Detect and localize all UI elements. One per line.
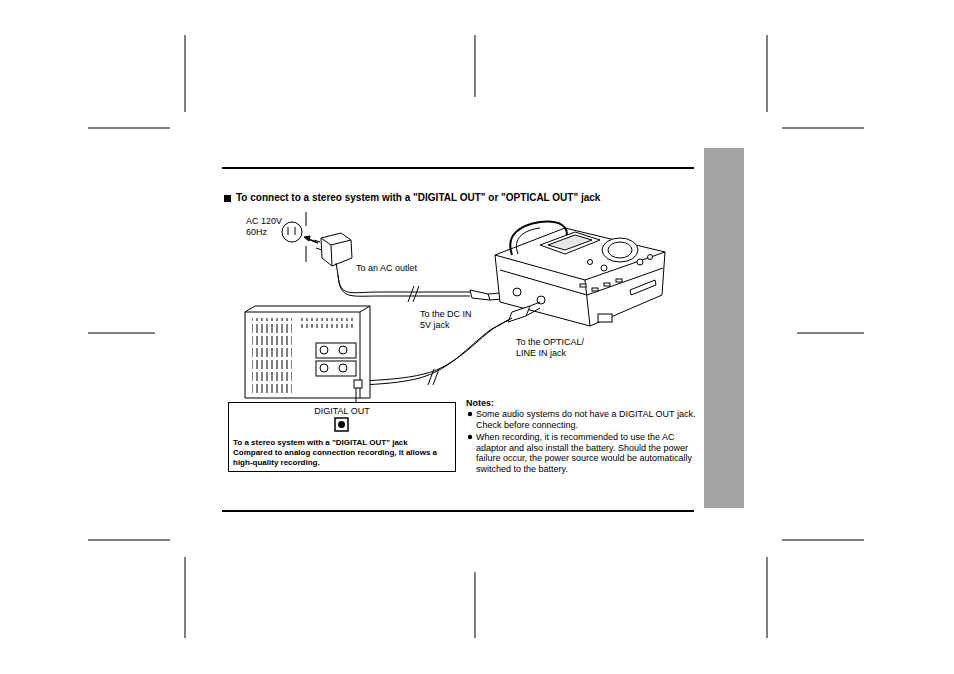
note-bullets bbox=[468, 412, 472, 439]
callout-text: Compared to analog connection recording,… bbox=[233, 448, 451, 468]
bottom-rule bbox=[222, 510, 694, 512]
side-tab bbox=[704, 148, 744, 508]
stereo-system bbox=[245, 306, 370, 402]
dc-cable bbox=[338, 275, 512, 302]
heading-square bbox=[224, 195, 231, 202]
digital-out-icon bbox=[335, 418, 348, 431]
note-text: When recording, it is recommended to use… bbox=[476, 432, 700, 474]
callout-label: To an AC outlet bbox=[356, 263, 417, 274]
md-player bbox=[495, 222, 665, 326]
power-spec: AC 120V 60Hz bbox=[246, 216, 288, 237]
callout-label: To the DC IN 5V jack bbox=[420, 309, 484, 330]
optical-cable bbox=[362, 302, 540, 385]
callout-box: DIGITAL OUT To a stereo system with a "DI… bbox=[228, 402, 456, 472]
notes-heading: Notes: bbox=[466, 398, 494, 409]
note-text: Some audio systems do not have a DIGITAL… bbox=[476, 409, 698, 430]
section-heading: To connect to a stereo system with a "DI… bbox=[236, 192, 600, 204]
ac-adapter bbox=[314, 233, 352, 275]
callout-text: To a stereo system with a "DIGITAL OUT" … bbox=[233, 438, 451, 448]
ac-outlet bbox=[282, 212, 318, 262]
callout-label: To the OPTICAL/ LINE IN jack bbox=[516, 337, 592, 358]
jack-name: DIGITAL OUT bbox=[233, 406, 451, 417]
crop-marks bbox=[88, 35, 864, 638]
top-rule bbox=[222, 167, 694, 169]
